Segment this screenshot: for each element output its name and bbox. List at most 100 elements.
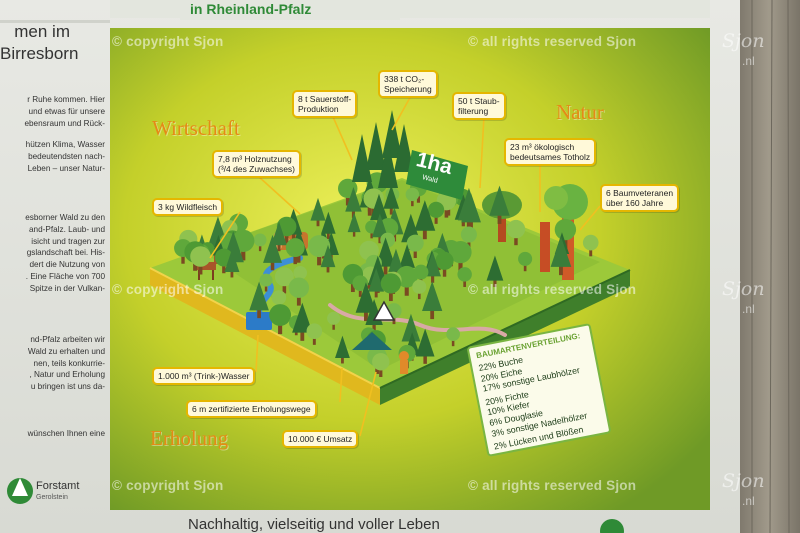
broadleaf-tree (435, 251, 454, 270)
broadleaf-tree (380, 273, 401, 294)
broadleaf-tree (446, 327, 460, 342)
tree-trunk (257, 308, 261, 319)
conifer-tree (401, 313, 421, 342)
conifer-tree (371, 213, 388, 238)
heading-erholung: Erholung (150, 426, 229, 450)
broadleaf-tree (190, 246, 211, 267)
left-heading-line-1: men im (14, 22, 70, 41)
broadleaf-tree (412, 279, 427, 294)
tree-trunk (222, 264, 226, 274)
broadleaf-tree (428, 201, 445, 218)
broadleaf-tree (306, 323, 323, 339)
tree-trunk (469, 220, 473, 231)
walking-path (328, 303, 507, 337)
callout-sauerstoff: 8 t Sauerstoff-Produktion (292, 90, 358, 118)
watermark-script-top-suffix: .nl (742, 54, 755, 68)
conifer-tree (320, 244, 336, 268)
tent (352, 332, 392, 350)
broadleaf-tree (288, 277, 310, 298)
broadleaf-tree (308, 235, 331, 258)
tall-conifer-tree (394, 124, 414, 172)
tree-trunk (326, 231, 330, 239)
left-heading-line-2: Birresborn (0, 44, 79, 63)
broadleaf-tree (449, 241, 472, 264)
watermark-script-bottom: Sjon (722, 470, 765, 492)
tree-trunk (270, 260, 275, 271)
tree-trunk (413, 249, 417, 258)
ground-right-face (380, 270, 630, 405)
broadleaf-tree (269, 304, 292, 326)
broadleaf-tree (259, 273, 273, 287)
tree-trunk (446, 205, 451, 216)
tree-trunk (364, 310, 368, 322)
watermark-reserved-bottom: © all rights reserved Sjon (468, 478, 637, 493)
tree-trunk (559, 264, 563, 276)
tree-trunk (282, 283, 287, 294)
callout-staubfilterung: 50 t Staub-filterung (452, 92, 506, 120)
tree-trunk (379, 368, 383, 377)
watermark-copyright-mid: © copyright Sjon (112, 282, 224, 297)
tree-trunk (404, 284, 409, 296)
conifer-tree (335, 335, 350, 359)
broadleaf-tree (460, 226, 477, 243)
broadleaf-tree (293, 266, 308, 280)
tree-trunk (434, 215, 438, 224)
conifer-tree (461, 193, 481, 223)
tree-trunk (300, 330, 305, 341)
water-tank (246, 312, 272, 330)
tree-trunk (423, 354, 427, 364)
broadleaf-tree (406, 234, 424, 252)
forstamt-logo (7, 478, 33, 504)
conifer-tree (224, 249, 240, 272)
tree-trunk (264, 284, 268, 292)
tree-trunk (293, 254, 297, 265)
forest-trees (174, 110, 599, 377)
broadleaf-tree (457, 267, 472, 282)
watermark-reserved-top: © all rights reserved Sjon (468, 34, 637, 49)
broadleaf-tree (285, 238, 305, 258)
tree-trunk (316, 218, 320, 227)
tree-trunk (350, 281, 355, 293)
tree-trunk (458, 260, 463, 272)
forstamt-logo-name: Forstamt (36, 480, 80, 492)
tree-trunk (326, 265, 330, 273)
tree-trunk (312, 337, 316, 345)
callout-umsatz: 10.000 € Umsatz (282, 430, 359, 448)
broadleaf-tree (405, 187, 420, 202)
tall-conifer-tree (366, 122, 386, 170)
broadleaf-tree (582, 234, 599, 251)
conifer-tree (310, 197, 326, 221)
tree-trunk (374, 289, 378, 298)
tree-trunk (444, 207, 449, 218)
broadleaf-tree (271, 290, 287, 305)
tree-trunk (466, 218, 472, 230)
broadleaf-tree (506, 219, 526, 239)
callout-holznutzung: 7,8 m³ Holznutzung(³/4 des Zuwachses) (212, 150, 301, 178)
tree-trunk (430, 308, 435, 320)
tree-trunk (367, 205, 372, 216)
tree-trunk (467, 240, 471, 249)
conifer-tree (486, 255, 504, 281)
tree-trunk (370, 231, 373, 239)
conifer-tree (271, 221, 287, 246)
heading-natur: Natur (556, 100, 604, 124)
tree-trunk (358, 289, 362, 297)
tree-trunk (241, 249, 246, 261)
tree-trunk (332, 323, 335, 330)
watermark-script-top: Sjon (722, 30, 765, 52)
tree-trunk (352, 230, 356, 237)
conifer-tree (414, 200, 436, 231)
tree-trunk (181, 254, 185, 264)
tree-trunk (417, 292, 421, 300)
broadleaf-tree (274, 267, 294, 287)
tree-trunk (523, 264, 527, 272)
tree-trunk (345, 195, 350, 206)
tree-trunk (497, 213, 502, 224)
tall-conifer-tree (352, 134, 372, 182)
conifer-tree (249, 281, 269, 311)
left-paragraph-4: wünschen Ihnen eine (27, 429, 105, 438)
tree-trunk (230, 269, 234, 278)
